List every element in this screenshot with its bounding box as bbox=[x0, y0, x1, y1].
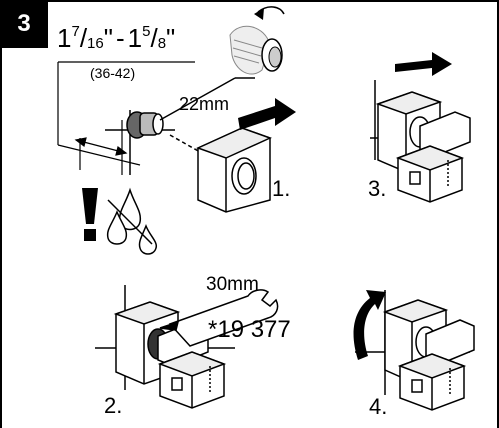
inch-a: " bbox=[103, 23, 113, 53]
step-label-2: 2. bbox=[104, 393, 123, 418]
part-number: *19 377 bbox=[208, 316, 291, 343]
dimension-lines bbox=[57, 61, 195, 175]
wrench-size-30: 30mm bbox=[206, 274, 259, 295]
rotate-arrow-icon bbox=[353, 290, 386, 360]
den-b: 8 bbox=[157, 35, 167, 52]
push-arrow-icon bbox=[238, 98, 296, 130]
trim-plate bbox=[196, 127, 272, 213]
assembly-panel-2 bbox=[95, 285, 235, 409]
inch-b: " bbox=[166, 23, 176, 53]
step-label-1: 1. bbox=[272, 176, 291, 201]
num-a: 7 bbox=[71, 23, 80, 40]
push-arrow-icon bbox=[395, 52, 452, 76]
range-separator: - bbox=[115, 23, 125, 53]
step-number-badge: 3 bbox=[0, 0, 48, 48]
step-label-4: 4. bbox=[369, 394, 388, 419]
cleaning-brush-icon bbox=[229, 6, 285, 75]
whole-b: 1 bbox=[127, 23, 143, 53]
warning-exclamation-icon bbox=[82, 188, 98, 241]
num-b: 5 bbox=[142, 23, 151, 40]
den-a: 16 bbox=[87, 35, 104, 52]
frac-slash-b: / bbox=[150, 23, 158, 53]
step-label-3: 3. bbox=[368, 176, 387, 201]
wall-fitting bbox=[105, 77, 255, 175]
pipe-dimension-range: 17/16"-15/8" bbox=[57, 24, 175, 51]
metric-range: (36-42) bbox=[90, 65, 136, 81]
wrench-size-22: 22mm bbox=[179, 94, 230, 114]
whole-a: 1 bbox=[57, 23, 72, 53]
assembly-panel-4 bbox=[355, 290, 475, 411]
frac-slash: / bbox=[79, 23, 88, 53]
no-water-drops-icon bbox=[106, 187, 158, 255]
assembly-panel-3 bbox=[370, 80, 471, 203]
wrench-icon bbox=[159, 289, 279, 347]
